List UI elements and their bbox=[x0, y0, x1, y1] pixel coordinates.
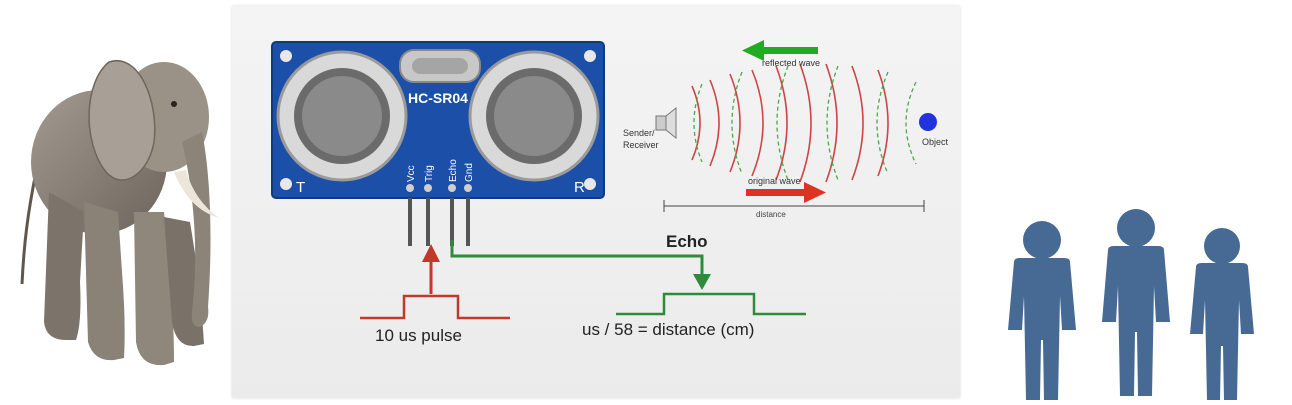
pin-label-trig: Trig bbox=[424, 165, 435, 182]
object-dot bbox=[919, 113, 937, 131]
mount-hole bbox=[584, 178, 596, 190]
hc-sr04-diagram: HC-SR04 T R Vcc Trig Echo Gnd bbox=[271, 40, 949, 345]
speaker-icon bbox=[655, 115, 667, 131]
person-icon bbox=[1102, 209, 1170, 396]
model-label: HC-SR04 bbox=[408, 90, 468, 106]
elephant-image bbox=[20, 59, 219, 366]
header-pins bbox=[406, 184, 472, 246]
trigger-pulse-waveform bbox=[360, 294, 510, 320]
people-group-icon bbox=[1008, 209, 1254, 400]
person-icon bbox=[1008, 221, 1076, 400]
mount-hole bbox=[280, 178, 292, 190]
distance-line bbox=[663, 200, 925, 212]
receiver-transducer bbox=[468, 50, 600, 182]
echo-pulse-waveform bbox=[616, 292, 806, 316]
trigger-pulse-label: 10 us pulse bbox=[375, 326, 462, 345]
trigger-arrow bbox=[422, 244, 440, 294]
pin-label-echo: Echo bbox=[448, 159, 459, 182]
echo-label: Echo bbox=[666, 232, 708, 251]
original-wave-arrow bbox=[746, 182, 826, 203]
echo-signal-path bbox=[450, 240, 711, 290]
reflected-wave-arrow bbox=[742, 40, 818, 61]
pin-label-gnd: Gnd bbox=[464, 163, 475, 182]
reflected-wave-label: reflected wave bbox=[762, 58, 820, 68]
receiver-side-label: R bbox=[574, 179, 585, 196]
person-icon bbox=[1190, 228, 1254, 400]
original-wave-label: original wave bbox=[748, 176, 801, 186]
object-label: Object bbox=[922, 137, 949, 147]
mount-hole bbox=[584, 50, 596, 62]
pin-label-vcc: Vcc bbox=[406, 165, 417, 182]
receiver-label: Receiver bbox=[623, 140, 659, 150]
distance-formula-label: us / 58 = distance (cm) bbox=[582, 320, 754, 339]
transmitter-transducer bbox=[276, 50, 408, 182]
sender-label: Sender/ bbox=[623, 128, 655, 138]
distance-label: distance bbox=[756, 210, 786, 219]
wave-illustration bbox=[655, 63, 917, 183]
transmitter-side-label: T bbox=[296, 179, 305, 196]
mount-hole bbox=[280, 50, 292, 62]
